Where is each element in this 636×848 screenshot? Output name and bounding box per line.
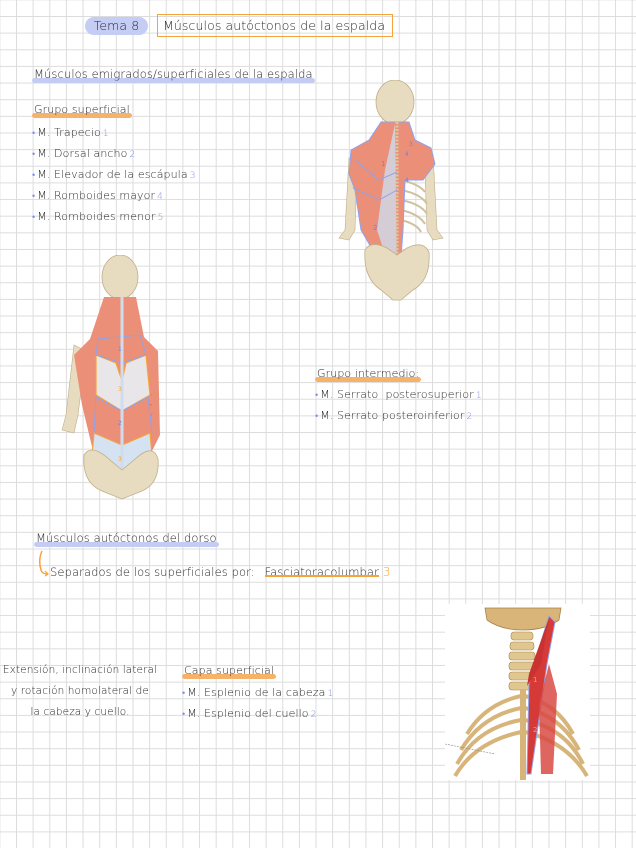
bullet-icon: • xyxy=(182,689,186,699)
note-text: Separados de los superficiales por: xyxy=(50,565,255,579)
bullet-icon: • xyxy=(32,213,36,223)
figure-label: 2 xyxy=(118,420,122,427)
fascia-note: Separados de los superficiales por: Fasc… xyxy=(50,565,391,579)
bullet-icon: • xyxy=(315,391,319,401)
anatomy-illustration-icon: 1 2 xyxy=(445,604,590,780)
group-heading-intermediate: Grupo intermedio: xyxy=(315,367,422,382)
anatomy-illustration-icon: 1 2 3 4 4 xyxy=(338,80,444,301)
figure-label: 3 xyxy=(118,456,122,463)
fascia-term: Fasciatoracolumbar xyxy=(264,565,379,579)
section-heading-superficial: Músculos emigrados/superficiales de la e… xyxy=(32,67,315,83)
anatomy-illustration-icon: 1 3 2 3 xyxy=(61,255,160,500)
group-heading-text: Capa superficial xyxy=(184,664,275,677)
note-line: Extensión, inclinación lateral xyxy=(2,664,158,676)
figure-splenius-muscles: 1 2 xyxy=(445,604,590,780)
item-number: 3 xyxy=(382,565,391,579)
figure-label: 3 xyxy=(118,386,122,393)
bullet-icon: • xyxy=(32,129,36,139)
item-number: 5 xyxy=(157,213,164,223)
heading-highlight xyxy=(34,542,219,547)
figure-label: 2 xyxy=(373,224,377,232)
item-number: 2 xyxy=(129,150,136,160)
item-number: 1 xyxy=(327,689,334,699)
group-heading-text: Grupo intermedio: xyxy=(317,367,420,380)
figure-label: 4 xyxy=(405,177,409,184)
topic-label: Tema 8 xyxy=(85,17,148,35)
section-heading-autochthonous: Músculos autóctonos del dorso xyxy=(34,531,219,547)
item-label: M. Esplenio de la cabeza xyxy=(187,686,326,699)
section-heading-text: Músculos emigrados/superficiales de la e… xyxy=(34,67,313,81)
note-line: la cabeza y cuello. xyxy=(30,706,130,718)
item-label: M. Romboides mayor xyxy=(37,189,156,202)
bullet-icon: • xyxy=(315,412,319,422)
heading-highlight xyxy=(32,113,132,118)
group-heading-text: Grupo superficial xyxy=(34,103,130,116)
item-label: M. Esplenio del cuello xyxy=(187,707,309,720)
group-heading-superficial: Grupo superficial xyxy=(32,103,132,118)
item-number: 4 xyxy=(157,192,163,202)
heading-highlight xyxy=(32,78,315,83)
figure-superficial-back-muscles: 1 2 3 4 4 xyxy=(335,80,445,306)
bullet-icon: • xyxy=(32,171,36,181)
group-heading-capa-superficial: Capa superficial xyxy=(182,664,277,679)
page-title: Músculos autóctonos de la espalda xyxy=(157,14,393,37)
figure-label: 2 xyxy=(533,726,537,734)
note-line: y rotación homolateral de xyxy=(10,685,149,697)
figure-label: 1 xyxy=(118,346,122,353)
item-label: M. Elevador de la escápula xyxy=(37,168,188,181)
heading-highlight xyxy=(315,377,422,382)
item-number: 2 xyxy=(466,412,473,422)
item-label: M. Serrato posteroinferior xyxy=(320,409,465,422)
item-label: M. Dorsal ancho xyxy=(37,147,128,160)
item-label: M. Romboides menor xyxy=(37,210,156,223)
fascia-underline xyxy=(264,575,379,577)
item-number: 3 xyxy=(189,171,196,181)
heading-highlight xyxy=(182,674,277,679)
arrow-icon xyxy=(38,550,49,577)
bullet-icon: • xyxy=(182,710,186,720)
figure-intermediate-back-muscles: 1 3 2 3 xyxy=(60,255,170,500)
figure-label: 1 xyxy=(381,160,385,168)
section-heading-text: Músculos autóctonos del dorso xyxy=(36,531,217,545)
figure-label: 3 xyxy=(409,141,413,148)
item-number: 1 xyxy=(475,391,482,401)
bullet-icon: • xyxy=(32,192,36,202)
function-note: Extensión, inclinación lateral y rotació… xyxy=(0,660,160,723)
figure-label: 4 xyxy=(405,151,409,158)
figure-label: 1 xyxy=(533,676,537,684)
item-number: 1 xyxy=(102,129,109,139)
bullet-icon: • xyxy=(32,150,36,160)
item-number: 2 xyxy=(310,710,317,720)
item-label: M. Trapecio xyxy=(37,126,101,139)
item-label: M. Serrato posterosuperior xyxy=(320,388,474,401)
